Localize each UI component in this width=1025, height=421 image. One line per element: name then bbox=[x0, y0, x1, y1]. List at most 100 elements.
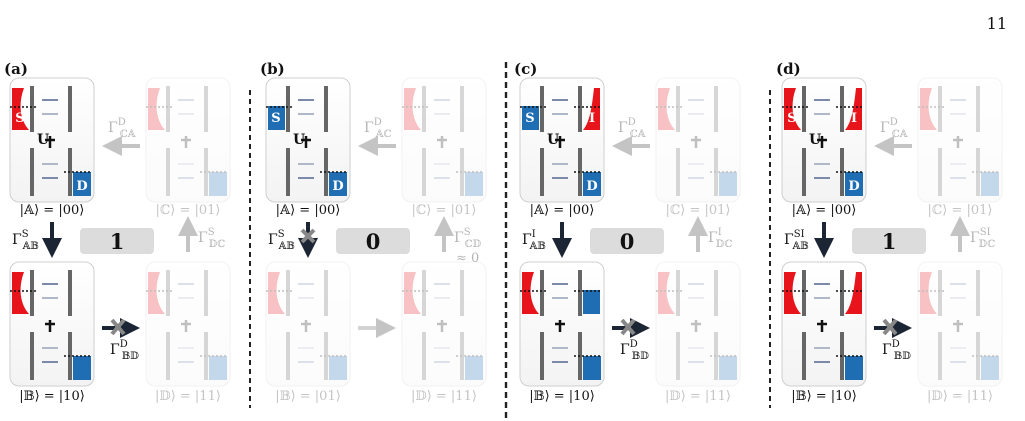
card-bottom-right bbox=[655, 261, 741, 387]
lead-left-top bbox=[148, 88, 165, 130]
blocked-cross bbox=[300, 228, 316, 244]
card-top-left bbox=[9, 77, 95, 203]
panel-0: (a)SUD|𝔸⟩ = |00⟩|ℂ⟩ = |01⟩|𝔹⟩ = |10⟩|𝔻⟩ … bbox=[4, 60, 231, 404]
card-bottom-right bbox=[145, 261, 231, 387]
lead-right-bottom bbox=[583, 356, 601, 380]
card-top-right bbox=[145, 77, 231, 203]
lead-left-top bbox=[522, 106, 539, 130]
coupling-label: U bbox=[37, 132, 49, 148]
value-box bbox=[590, 228, 664, 254]
state-top-left: |𝔸⟩ = |00⟩ bbox=[530, 203, 595, 218]
lead-left-top bbox=[12, 88, 29, 130]
lead-right-bottom bbox=[583, 172, 601, 196]
barrier bbox=[840, 86, 844, 132]
card-frame bbox=[917, 261, 1003, 387]
lead-right-bottom bbox=[209, 172, 227, 196]
card-frame bbox=[145, 77, 231, 203]
state-top-right: |ℂ⟩ = |01⟩ bbox=[928, 203, 993, 218]
barrier bbox=[938, 86, 942, 132]
state-top-right: |ℂ⟩ = |01⟩ bbox=[156, 203, 221, 218]
state-bottom-right: |𝔻⟩ = |11⟩ bbox=[665, 389, 731, 404]
lead-right-top bbox=[583, 290, 600, 314]
barrier bbox=[166, 148, 170, 196]
rate-up-right-extra: ≈ 0 bbox=[456, 251, 479, 266]
card-frame bbox=[401, 77, 487, 203]
barrier bbox=[676, 86, 680, 132]
lead-left-top bbox=[148, 272, 165, 314]
lead-right-bottom bbox=[73, 356, 91, 380]
state-top-left: |𝔸⟩ = |00⟩ bbox=[20, 203, 85, 218]
barrier bbox=[286, 332, 290, 380]
state-bottom-right: |𝔻⟩ = |11⟩ bbox=[155, 389, 221, 404]
barrier bbox=[422, 86, 426, 132]
barrier bbox=[460, 86, 464, 132]
card-frame bbox=[917, 77, 1003, 203]
barrier bbox=[422, 270, 426, 316]
state-top-left: |𝔸⟩ = |00⟩ bbox=[792, 203, 857, 218]
barrier bbox=[976, 86, 980, 132]
barrier bbox=[166, 86, 170, 132]
barrier bbox=[460, 332, 464, 380]
lead-right-top bbox=[845, 88, 862, 130]
value-label: 0 bbox=[620, 229, 635, 254]
barrier bbox=[422, 148, 426, 196]
barrier bbox=[460, 148, 464, 196]
barrier bbox=[802, 270, 806, 316]
lead-right-bottom bbox=[329, 356, 347, 380]
barrier bbox=[30, 270, 34, 316]
lead-bottom-letter: D bbox=[332, 179, 343, 194]
card-bottom-left bbox=[781, 261, 867, 387]
panel-label: (c) bbox=[514, 60, 537, 78]
lead-right-bottom bbox=[329, 172, 347, 196]
panel-1: (b)SUD|𝔸⟩ = |00⟩|ℂ⟩ = |01⟩|𝔹⟩ = |01⟩|𝔻⟩ … bbox=[260, 60, 487, 404]
panel-label: (b) bbox=[260, 60, 285, 78]
barrier bbox=[802, 86, 806, 132]
state-bottom-right: |𝔻⟩ = |11⟩ bbox=[927, 389, 993, 404]
lead-left-top bbox=[658, 88, 675, 130]
state-top-right: |ℂ⟩ = |01⟩ bbox=[412, 203, 477, 218]
barrier bbox=[540, 148, 544, 196]
lead-left-letter: S bbox=[525, 111, 534, 126]
lead-bottom-letter: D bbox=[586, 179, 597, 194]
card-frame bbox=[265, 261, 351, 387]
lead-left-top bbox=[920, 272, 937, 314]
panel-label: (a) bbox=[4, 60, 28, 78]
lead-right-top bbox=[845, 272, 862, 314]
card-bottom-left bbox=[519, 261, 605, 387]
page-number: 11 bbox=[986, 14, 1007, 33]
card-top-right bbox=[401, 77, 487, 203]
lead-left-top bbox=[522, 272, 539, 314]
value-box bbox=[336, 228, 410, 254]
barrier bbox=[676, 148, 680, 196]
card-bottom-right bbox=[917, 261, 1003, 387]
lead-right-bottom bbox=[981, 172, 999, 196]
lead-left-top bbox=[404, 88, 421, 130]
barrier bbox=[166, 332, 170, 380]
state-top-right: |ℂ⟩ = |01⟩ bbox=[666, 203, 731, 218]
barrier bbox=[976, 148, 980, 196]
barrier bbox=[938, 332, 942, 380]
barrier bbox=[30, 332, 34, 380]
coupling-label: U bbox=[293, 132, 305, 148]
card-top-left bbox=[781, 77, 867, 203]
state-bottom-left: |𝔹⟩ = |01⟩ bbox=[275, 389, 341, 404]
barrier bbox=[714, 270, 718, 316]
barrier bbox=[204, 86, 208, 132]
lead-left-top bbox=[268, 272, 285, 314]
barrier bbox=[460, 270, 464, 316]
lead-left-letter: S bbox=[15, 111, 24, 126]
value-box bbox=[80, 228, 154, 254]
barrier bbox=[976, 270, 980, 316]
card-bottom-left bbox=[265, 261, 351, 387]
